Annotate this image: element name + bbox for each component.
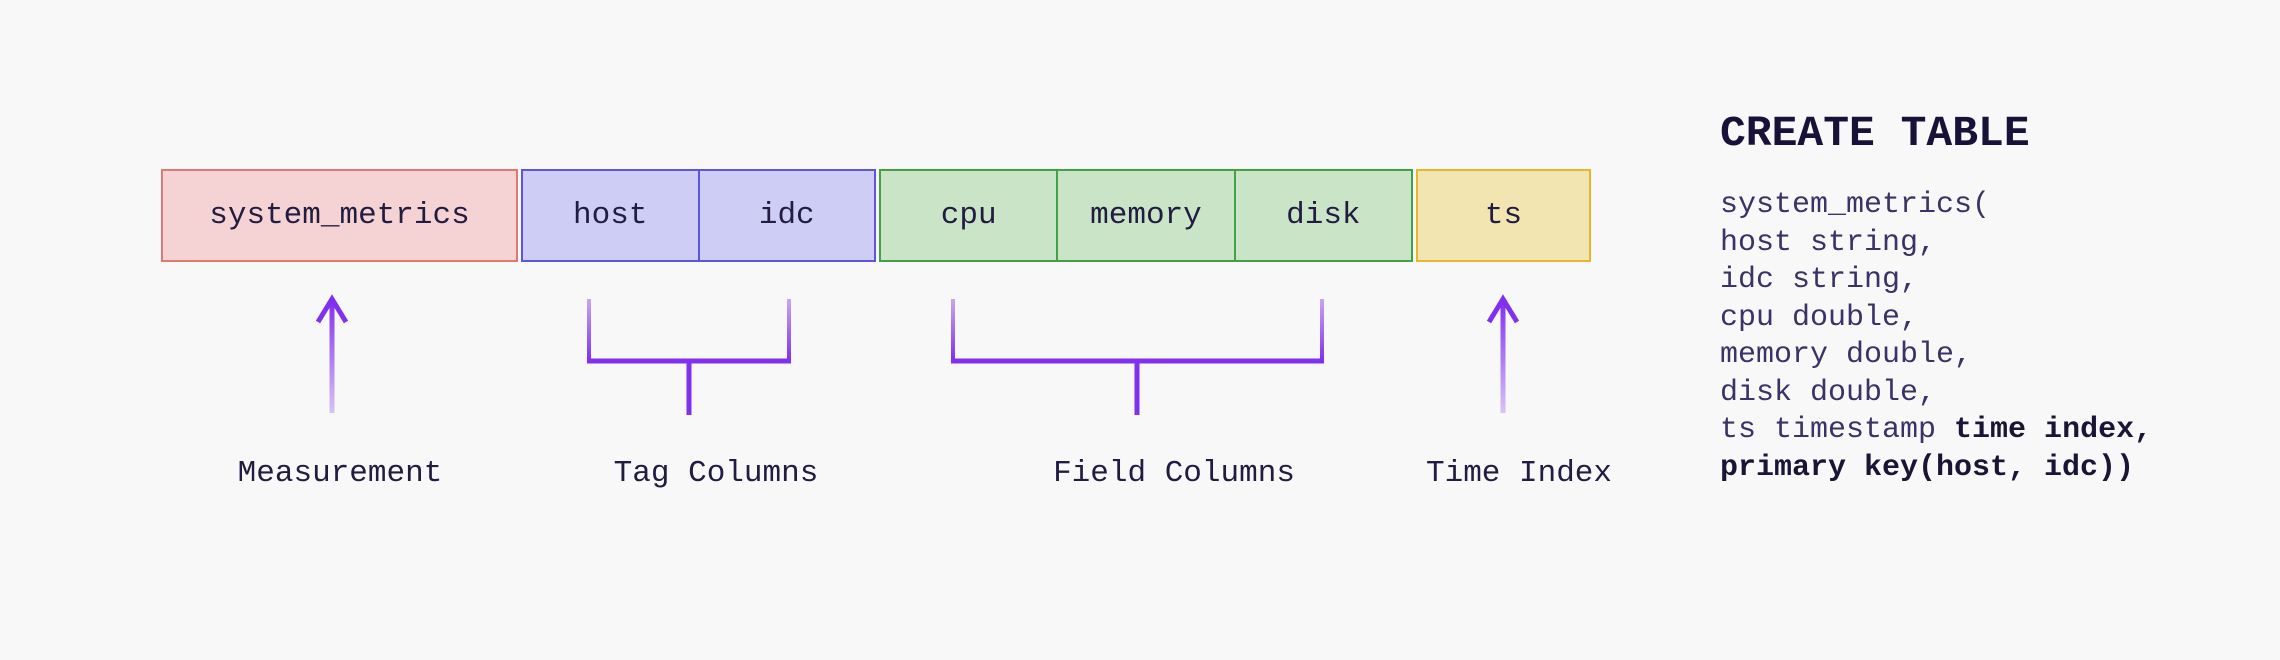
tag-columns-group: host idc [521,169,876,262]
column-cell-host: host [573,198,648,233]
tag-columns-bracket-icon [587,299,791,415]
column-cell-cpu: cpu [940,198,997,233]
sql-line: idc string, [1720,263,1919,297]
sql-line: host string, [1720,225,1937,260]
time-index-label: Time Index [1425,456,1613,491]
sql-title: CREATE TABLE [1720,109,2030,158]
measurement-arrow-icon [315,294,349,413]
column-cell-ts: ts [1484,198,1523,233]
sql-line: cpu double, [1720,300,1919,335]
column-cell-memory: memory [1056,171,1233,260]
sql-line: ts timestamp time index, [1720,413,2153,447]
sql-line: memory double, [1720,338,1973,372]
tag-columns-label: Tag Columns [613,456,819,491]
measurement-label: Measurement [237,456,443,491]
column-cell-idc: idc [697,171,875,260]
sql-code: system_metrics(host string,idc string,cp… [1720,187,2152,487]
column-cell-disk: disk [1233,171,1411,260]
time-index-group: ts [1416,169,1591,262]
field-columns-label: Field Columns [1053,456,1295,491]
sql-line: disk double, [1720,375,1937,410]
field-columns-bracket-icon [951,299,1324,415]
column-cell-system_metrics: system_metrics [209,198,470,233]
sql-line: system_metrics( [1720,188,1991,222]
time-index-arrow-icon [1486,294,1520,413]
measurement-group: system_metrics [161,169,518,262]
sql-line: primary key(host, idc)) [1720,450,2135,485]
